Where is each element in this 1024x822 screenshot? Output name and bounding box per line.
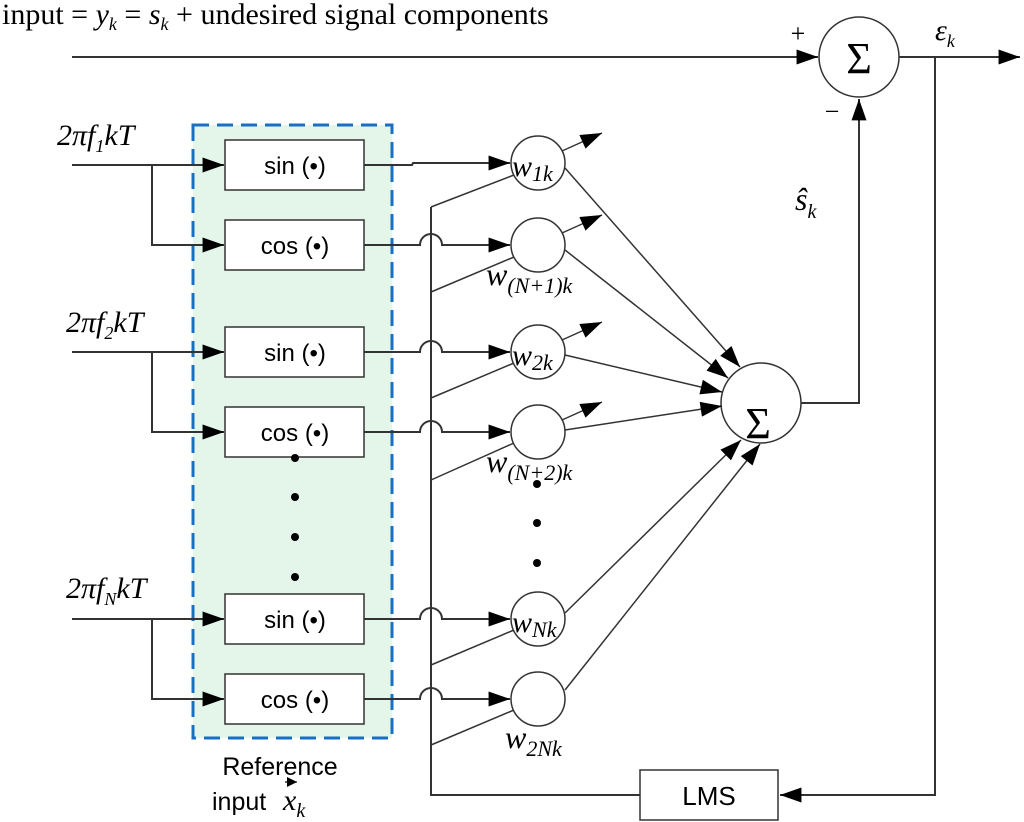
function-block-sin-2: sin (•) xyxy=(224,326,365,378)
svg-text:w(N+1)k: w(N+1)k xyxy=(486,256,574,298)
estimate-line xyxy=(800,99,867,404)
sinn-to-wnk xyxy=(364,607,510,627)
estimate-label: ŝk xyxy=(795,181,817,223)
weight-node-w2k: w2k xyxy=(510,324,566,380)
ellipsis-dots-weights xyxy=(533,480,541,567)
lms-block xyxy=(639,769,779,821)
error-sum-symbol: Σ xyxy=(846,34,872,83)
function-block-cos-1: cos (•) xyxy=(224,219,365,271)
svg-text:w2k: w2k xyxy=(512,339,554,375)
svg-text:sin (•): sin (•) xyxy=(264,607,326,634)
weight-node-wn2k: w(N+2)k xyxy=(486,404,574,485)
freq2-line-cos xyxy=(151,352,224,440)
error-feedback-line xyxy=(779,57,936,803)
cos1-to-wn1k xyxy=(364,233,510,253)
svg-text:wNk: wNk xyxy=(512,606,558,642)
svg-text:sin (•): sin (•) xyxy=(264,153,326,180)
function-block-sin-1: sin (•) xyxy=(224,139,365,191)
reference-vector-label: xk xyxy=(282,784,306,822)
frequency-input-1: 2πf1kT xyxy=(57,119,137,156)
svg-text:sin (•): sin (•) xyxy=(264,340,326,367)
lms-label: LMS xyxy=(682,781,735,811)
svg-text:w1k: w1k xyxy=(512,150,554,186)
svg-text:cos (•): cos (•) xyxy=(261,687,329,714)
svg-text:w(N+2)k: w(N+2)k xyxy=(486,443,574,485)
function-block-sin-n: sin (•) xyxy=(224,593,365,645)
adaptation-lines xyxy=(430,174,515,746)
freqn-line-cos xyxy=(151,619,224,707)
sin1-to-w1k xyxy=(364,155,510,171)
error-label: εk xyxy=(935,14,956,51)
frequency-input-2: 2πf2kT xyxy=(66,306,146,343)
minus-sign: − xyxy=(825,97,840,126)
weight-node-wnk: wNk xyxy=(510,591,566,647)
main-sum-symbol: Σ xyxy=(745,399,771,448)
cos2-to-wn2k xyxy=(364,420,510,440)
reference-label-line2: input xyxy=(212,788,266,816)
frequency-input-n: 2πfNkT xyxy=(66,572,149,609)
plus-sign: + xyxy=(791,19,806,48)
svg-text:cos (•): cos (•) xyxy=(261,233,329,260)
weight-node-wn1k: w(N+1)k xyxy=(486,217,574,298)
freq1-line-cos xyxy=(151,165,224,253)
weight-node-w2nk: w2Nk xyxy=(505,671,566,761)
function-block-cos-2: cos (•) xyxy=(224,406,365,458)
svg-text:w2Nk: w2Nk xyxy=(505,719,563,761)
cosn-to-w2nk xyxy=(364,687,510,707)
lms-adaptation-bus xyxy=(430,207,640,796)
ellipsis-dots-reference xyxy=(291,454,299,581)
weight-to-sum-lines xyxy=(564,167,761,691)
svg-text:cos (•): cos (•) xyxy=(261,420,329,447)
weight-adapt-arrows xyxy=(561,132,603,421)
input-formula: input = yk = sk + undesired signal compo… xyxy=(2,0,549,34)
weight-node-w1k: w1k xyxy=(510,135,566,191)
function-block-cos-n: cos (•) xyxy=(224,673,365,725)
sin2-to-w2k xyxy=(364,340,510,360)
reference-label-line1: Reference xyxy=(222,753,337,781)
